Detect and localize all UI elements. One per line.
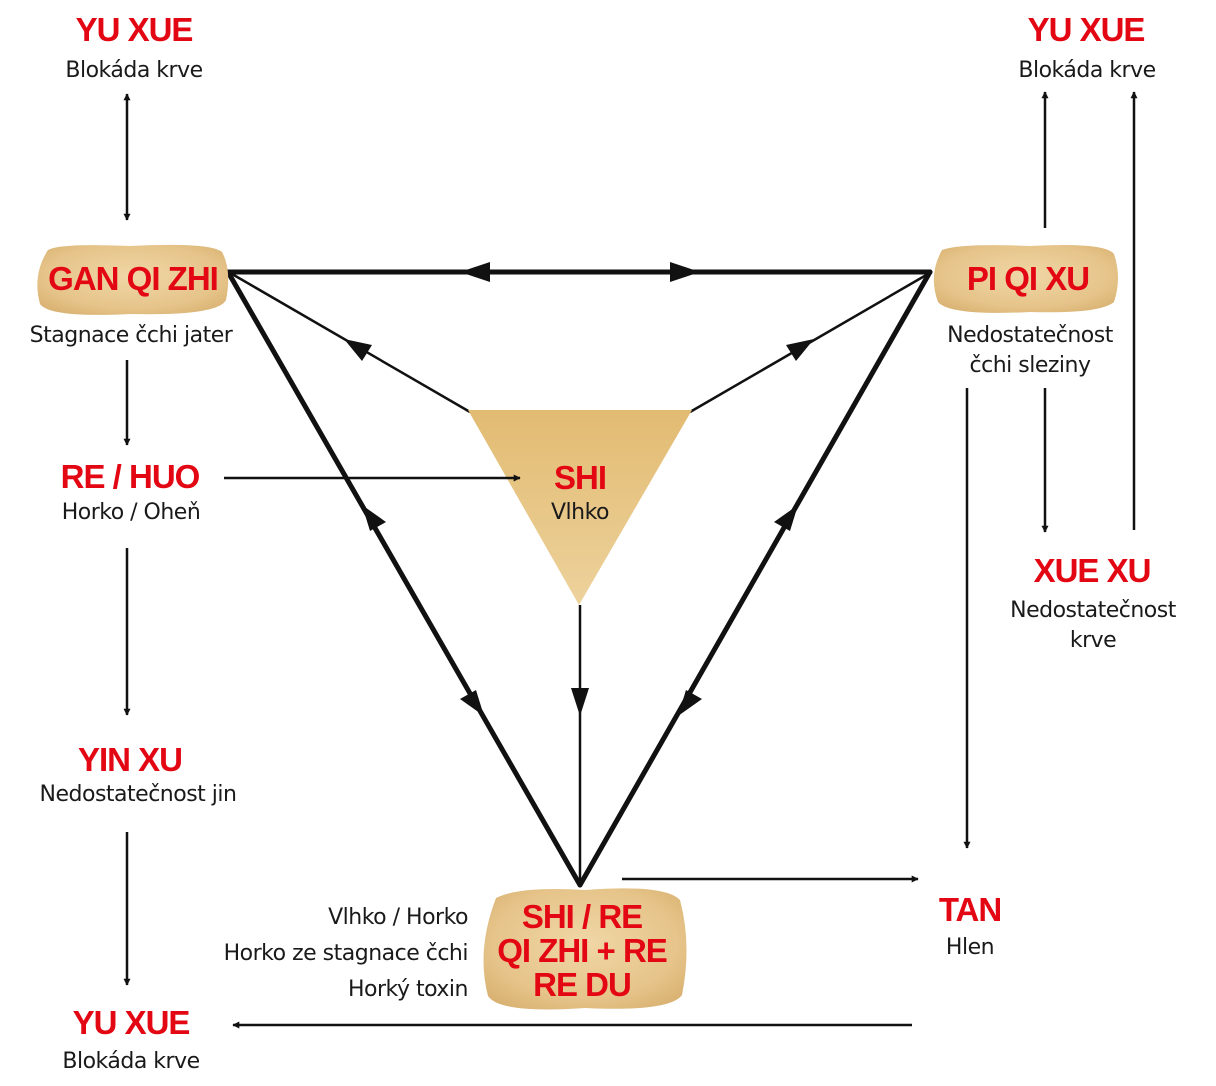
pi-qi-xu-blob bbox=[933, 245, 1118, 313]
yu-xue-bottom-left-subtitle: Blokáda krve bbox=[62, 1049, 199, 1074]
edge-gan-shire bbox=[225, 269, 583, 888]
shi-re-line-3: RE DU bbox=[533, 966, 631, 1003]
arrowhead bbox=[344, 339, 372, 361]
arrowhead-left bbox=[460, 262, 490, 282]
yin-xu-subtitle: Nedostatečnost jin bbox=[40, 782, 237, 807]
shi-re-blob bbox=[483, 888, 687, 1010]
arrowhead bbox=[786, 339, 814, 361]
main-triangle-edges bbox=[225, 262, 933, 888]
yu-xue-top-left-subtitle: Blokáda krve bbox=[65, 58, 202, 83]
yin-xu-title: YIN XU bbox=[78, 741, 182, 778]
arrowhead-up bbox=[362, 505, 386, 531]
xue-xu-subtitle-1: Nedostatečnost bbox=[1010, 598, 1177, 623]
arrowhead-down bbox=[678, 690, 702, 716]
tan-title: TAN bbox=[939, 891, 1001, 928]
shi-re-line-1: SHI / RE bbox=[522, 898, 642, 935]
shi-subtitle: Vlhko bbox=[551, 500, 609, 525]
pi-qi-xu-title: PI QI XU bbox=[967, 260, 1089, 297]
shi-triangle bbox=[468, 410, 692, 605]
shi-title: SHI bbox=[554, 459, 606, 496]
arrowhead-right bbox=[670, 262, 700, 282]
yu-xue-top-left-title: YU XUE bbox=[76, 11, 193, 48]
arrowhead-down bbox=[460, 690, 484, 716]
tan-subtitle: Hlen bbox=[946, 935, 994, 960]
arrowhead bbox=[571, 688, 589, 716]
shi-re-label-1: Vlhko / Horko bbox=[328, 905, 468, 930]
arrowhead-up bbox=[774, 505, 798, 531]
re-huo-subtitle: Horko / Oheň bbox=[62, 500, 201, 525]
pi-qi-xu-subtitle-1: Nedostatečnost bbox=[947, 323, 1114, 348]
pi-qi-xu-subtitle-2: čchi sleziny bbox=[970, 353, 1091, 378]
yu-xue-top-right-title: YU XUE bbox=[1028, 11, 1145, 48]
yu-xue-bottom-left-title: YU XUE bbox=[73, 1004, 190, 1041]
shi-re-line-2: QI ZHI + RE bbox=[497, 932, 667, 969]
edge-pi-shire bbox=[577, 269, 933, 888]
yu-xue-top-right-subtitle: Blokáda krve bbox=[1018, 58, 1155, 83]
shi-re-label-2: Horko ze stagnace čchi bbox=[224, 941, 468, 966]
xue-xu-title: XUE XU bbox=[1034, 552, 1151, 589]
re-huo-title: RE / HUO bbox=[61, 458, 200, 495]
gan-qi-zhi-blob bbox=[37, 244, 229, 315]
gan-qi-zhi-subtitle: Stagnace čchi jater bbox=[30, 323, 234, 348]
gan-qi-zhi-title: GAN QI ZHI bbox=[48, 260, 218, 297]
shi-re-label-3: Horký toxin bbox=[348, 977, 468, 1002]
xue-xu-subtitle-2: krve bbox=[1070, 628, 1116, 653]
